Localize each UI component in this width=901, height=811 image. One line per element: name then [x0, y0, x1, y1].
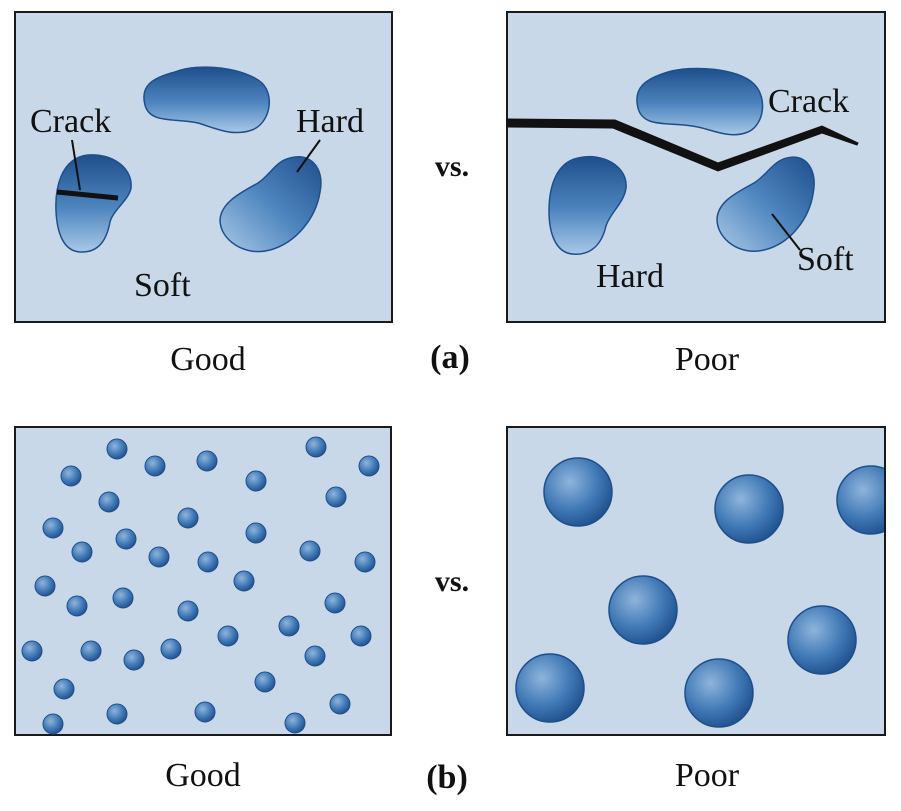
small-particles: [21, 436, 380, 735]
small-particle: [305, 436, 327, 458]
small-particle: [42, 517, 64, 539]
small-particle: [106, 438, 128, 460]
small-particle: [160, 638, 182, 660]
particle-hard: [219, 156, 322, 253]
particle-cracked: [55, 154, 132, 253]
caption-b-poor: Poor: [675, 757, 740, 794]
small-particle: [177, 507, 199, 529]
small-particle: [304, 645, 326, 667]
small-particle: [144, 455, 166, 477]
panel-a-poor: Crack Hard Soft: [506, 11, 886, 323]
label-hard: Hard: [296, 103, 364, 140]
small-particle: [80, 640, 102, 662]
small-particle: [98, 491, 120, 513]
small-particle: [284, 712, 306, 734]
label-crack-right: Crack: [768, 83, 849, 120]
small-particle: [123, 649, 145, 671]
large-particle: [714, 474, 784, 544]
small-particle: [148, 546, 170, 568]
small-particle: [66, 595, 88, 617]
leader-hard: [296, 139, 321, 173]
small-particle: [350, 625, 372, 647]
panel-b-poor: [506, 426, 886, 736]
small-particle: [112, 587, 134, 609]
panel-a-good: Crack Hard Soft: [14, 11, 393, 323]
leader-soft-right: [771, 213, 801, 251]
part-label-b: (b): [426, 759, 468, 796]
large-particle: [836, 465, 885, 535]
large-particle: [787, 605, 857, 675]
particle-left-right: [548, 155, 627, 255]
small-particle: [115, 528, 137, 550]
small-particle: [196, 450, 218, 472]
particle-top: [143, 66, 270, 134]
label-hard-right: Hard: [596, 258, 664, 295]
large-particles: [515, 457, 885, 728]
small-particle: [245, 522, 267, 544]
label-soft-right: Soft: [797, 241, 854, 278]
vs-label-b: vs.: [435, 565, 469, 598]
small-particle: [245, 470, 267, 492]
small-particle: [21, 640, 43, 662]
small-particle: [53, 678, 75, 700]
small-particle: [194, 701, 216, 723]
small-particle: [354, 551, 376, 573]
small-particle: [42, 713, 64, 735]
particle-soft-right: [716, 156, 815, 252]
small-particle: [106, 703, 128, 725]
small-particle: [217, 625, 239, 647]
vs-label-a: vs.: [435, 150, 469, 183]
small-particle: [177, 600, 199, 622]
small-particle: [358, 455, 380, 477]
large-particle: [515, 653, 585, 723]
small-particle: [60, 465, 82, 487]
small-particle: [299, 540, 321, 562]
particle-top-right: [636, 67, 764, 136]
panel-b-poor-border: [506, 426, 886, 736]
crack-line-in-particle: [56, 189, 119, 201]
large-particle: [543, 457, 613, 527]
small-particle: [197, 551, 219, 573]
large-particle: [684, 658, 754, 728]
crack-across-matrix: [506, 118, 859, 172]
small-particle: [325, 486, 347, 508]
label-crack: Crack: [30, 103, 111, 140]
small-particle: [233, 570, 255, 592]
panel-b-good: [14, 426, 392, 736]
caption-a-good: Good: [170, 341, 246, 378]
small-particle: [71, 541, 93, 563]
label-soft: Soft: [134, 267, 191, 304]
small-particle: [278, 615, 300, 637]
small-particle: [34, 575, 56, 597]
leader-crack: [71, 139, 81, 191]
small-particle: [324, 592, 346, 614]
small-particle: [329, 693, 351, 715]
caption-b-good: Good: [165, 757, 241, 794]
small-particle: [254, 671, 276, 693]
caption-a-poor: Poor: [675, 341, 740, 378]
part-label-a: (a): [430, 339, 470, 376]
large-particle: [608, 575, 678, 645]
